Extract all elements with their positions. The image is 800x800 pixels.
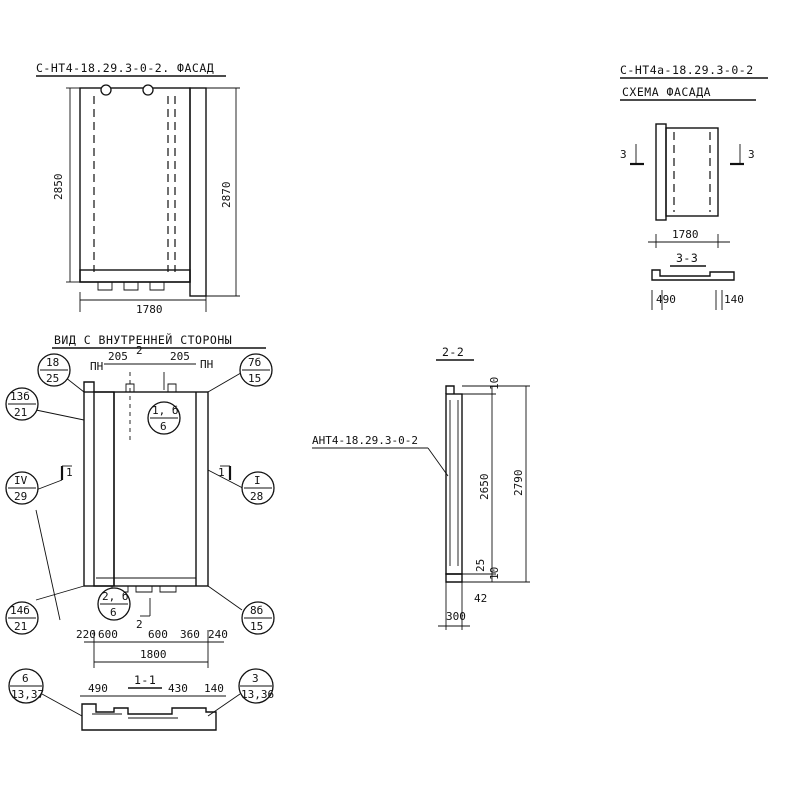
inner-cut1-right: 1 — [218, 466, 225, 479]
svg-text:7б: 7б — [248, 356, 261, 369]
inner-pn-right: ПН — [200, 358, 213, 371]
section-2-ref-label: АНТ4-18.29.3-0-2 — [312, 434, 418, 447]
svg-text:8б: 8б — [250, 604, 263, 617]
s33-left-dim: 490 — [656, 293, 676, 306]
callout-13b-21: 13б 21 — [5, 387, 39, 421]
inner-205-right: 205 — [170, 350, 190, 363]
svg-text:15: 15 — [248, 372, 261, 385]
callout-6-1337: 6 13,37 — [8, 668, 44, 704]
dim-600b: 600 — [148, 628, 168, 641]
callout-i-28: I 28 — [241, 471, 275, 505]
inner-cut2-bottom: 2 — [136, 618, 143, 631]
svg-text:21: 21 — [14, 406, 27, 419]
callout-2b-6: 2, б 6 — [97, 587, 131, 621]
s33-right-dim: 140 — [724, 293, 744, 306]
svg-text:25: 25 — [46, 372, 59, 385]
section-1-title: 1-1 — [134, 673, 156, 687]
s11-140: 140 — [204, 682, 224, 695]
s22-300: 300 — [446, 610, 466, 623]
svg-text:6: 6 — [160, 420, 167, 433]
svg-text:28: 28 — [250, 490, 263, 503]
facade-title: С-НТ4-18.29.3-0-2. ФАСАД — [36, 61, 214, 75]
svg-text:IV: IV — [14, 474, 28, 487]
facade-width: 1780 — [136, 303, 163, 316]
svg-text:6: 6 — [110, 606, 117, 619]
svg-text:6: 6 — [22, 672, 29, 685]
inner-pn-left: ПН — [90, 360, 103, 373]
s11-430: 430 — [168, 682, 188, 695]
s22-2790: 2790 — [512, 470, 525, 497]
svg-text:2, б: 2, б — [102, 590, 129, 603]
dim-220: 220 — [76, 628, 96, 641]
dim-360: 360 — [180, 628, 200, 641]
svg-text:3: 3 — [252, 672, 259, 685]
s22-10-top: 10 — [488, 377, 501, 390]
scheme-cut-left: 3 — [620, 148, 627, 161]
scheme-code: С-НТ4а-18.29.3-0-2 — [620, 63, 754, 77]
inner-view: ВИД С ВНУТРЕННЕЙ СТОРОНЫ ПН 205 2 205 ПН… — [35, 332, 266, 668]
s22-10-bot: 10 — [488, 567, 501, 580]
callout-14b-21: 14б 21 — [5, 601, 39, 635]
dim-240: 240 — [208, 628, 228, 641]
section-2-view: 2-2 АНТ4-18.29.3-0-2 10 2650 2790 25 10 … — [312, 345, 530, 630]
scheme-title: СХЕМА ФАСАДА — [622, 85, 711, 99]
svg-text:18: 18 — [46, 356, 59, 369]
dim-600a: 600 — [98, 628, 118, 641]
s22-42: 42 — [474, 592, 487, 605]
callout-group: 18 25 7б 15 13б 21 1, б 6 IV 29 — [5, 353, 275, 704]
inner-view-title: ВИД С ВНУТРЕННЕЙ СТОРОНЫ — [54, 332, 232, 347]
callout-8b-15: 8б 15 — [241, 601, 275, 635]
callout-3-1336: 3 13,36 — [238, 668, 274, 704]
section-1-view: 1-1 490 430 140 — [41, 673, 241, 731]
section-3-title: 3-3 — [676, 251, 698, 265]
s11-490: 490 — [88, 682, 108, 695]
inner-205-left: 205 — [108, 350, 128, 363]
section-2-title: 2-2 — [442, 345, 464, 359]
svg-text:13,36: 13,36 — [241, 688, 274, 701]
scheme-cut-right: 3 — [748, 148, 755, 161]
inner-cut1-left: 1 — [66, 466, 73, 479]
svg-text:13б: 13б — [10, 390, 30, 403]
callout-18-25: 18 25 — [37, 353, 71, 387]
svg-text:1, б: 1, б — [152, 404, 179, 417]
svg-text:29: 29 — [14, 490, 27, 503]
dim-total-1800: 1800 — [140, 648, 167, 661]
s22-2650: 2650 — [478, 474, 491, 501]
svg-text:14б: 14б — [10, 604, 30, 617]
scheme-view: С-НТ4а-18.29.3-0-2 СХЕМА ФАСАДА 3 3 1780… — [620, 63, 768, 310]
svg-text:15: 15 — [250, 620, 263, 633]
facade-view: С-НТ4-18.29.3-0-2. ФАСАД 2850 2870 1780 — [36, 61, 240, 316]
callout-1b-6: 1, б 6 — [147, 401, 181, 435]
scheme-width: 1780 — [672, 228, 699, 241]
svg-text:21: 21 — [14, 620, 27, 633]
facade-height-left: 2850 — [52, 174, 65, 201]
svg-text:I: I — [254, 474, 261, 487]
inner-cut2-top: 2 — [136, 344, 143, 357]
callout-iv-29: IV 29 — [5, 471, 39, 505]
svg-text:13,37: 13,37 — [11, 688, 44, 701]
facade-height-right: 2870 — [220, 182, 233, 209]
callout-7b-15: 7б 15 — [239, 353, 273, 387]
s22-25: 25 — [474, 559, 487, 572]
